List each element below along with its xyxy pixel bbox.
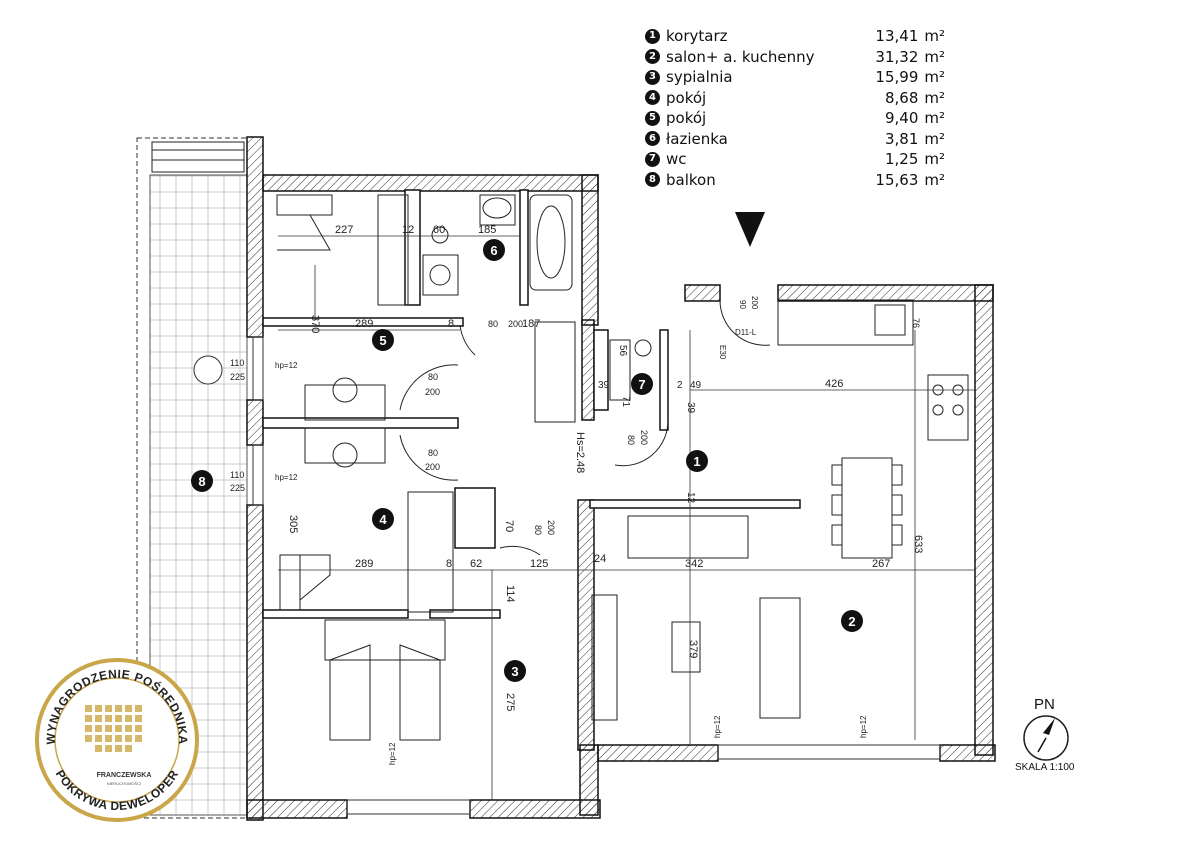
svg-text:Hs=2.48: Hs=2.48 bbox=[574, 432, 586, 473]
scale-label: SKALA 1:100 bbox=[1015, 762, 1075, 773]
room-marker-6: 6 bbox=[483, 239, 505, 261]
svg-text:267: 267 bbox=[872, 558, 890, 570]
svg-text:90: 90 bbox=[738, 300, 747, 309]
dimension-lines bbox=[278, 235, 975, 800]
svg-text:200: 200 bbox=[508, 319, 523, 329]
svg-text:125: 125 bbox=[530, 558, 548, 570]
svg-text:8: 8 bbox=[446, 558, 452, 570]
svg-text:2: 2 bbox=[677, 380, 683, 391]
svg-text:80: 80 bbox=[428, 448, 438, 458]
svg-text:110: 110 bbox=[230, 470, 244, 480]
svg-text:187: 187 bbox=[522, 318, 540, 330]
svg-text:227: 227 bbox=[335, 224, 353, 236]
svg-text:80: 80 bbox=[533, 525, 543, 535]
room-marker-8: 8 bbox=[191, 470, 213, 492]
svg-text:60: 60 bbox=[433, 224, 445, 236]
svg-text:305: 305 bbox=[287, 515, 299, 533]
svg-text:8: 8 bbox=[448, 318, 454, 330]
svg-text:hp=12: hp=12 bbox=[275, 361, 298, 370]
svg-text:hp=12: hp=12 bbox=[275, 473, 298, 482]
entrance-arrow-icon bbox=[735, 212, 765, 247]
svg-text:76: 76 bbox=[911, 318, 921, 328]
svg-text:200: 200 bbox=[425, 462, 440, 472]
svg-text:4: 4 bbox=[379, 512, 387, 527]
room-marker-1: 1 bbox=[686, 450, 708, 472]
svg-text:80: 80 bbox=[626, 435, 636, 445]
svg-text:426: 426 bbox=[825, 378, 843, 390]
svg-text:200: 200 bbox=[750, 296, 759, 310]
svg-text:49: 49 bbox=[690, 380, 702, 391]
badge-building-icon bbox=[85, 705, 142, 752]
windows bbox=[252, 336, 941, 815]
room-marker-2: 2 bbox=[841, 610, 863, 632]
svg-text:12: 12 bbox=[402, 224, 414, 236]
svg-text:71: 71 bbox=[620, 396, 631, 408]
svg-text:80: 80 bbox=[488, 319, 498, 329]
badge-brand-sub: NIERUCHOMOŚCI bbox=[107, 781, 141, 786]
svg-text:200: 200 bbox=[425, 387, 440, 397]
interior-walls bbox=[262, 189, 801, 619]
badge-brand: FRANCZEWSKA bbox=[97, 772, 152, 779]
svg-text:185: 185 bbox=[478, 224, 496, 236]
svg-text:275: 275 bbox=[504, 693, 516, 711]
room-markers: 1 2 3 4 5 6 7 8 bbox=[191, 239, 863, 682]
svg-text:8: 8 bbox=[198, 474, 205, 489]
furniture bbox=[276, 194, 969, 741]
svg-text:80: 80 bbox=[428, 372, 438, 382]
svg-text:7: 7 bbox=[638, 377, 645, 392]
compass-label: PN bbox=[1034, 696, 1055, 713]
svg-text:62: 62 bbox=[470, 558, 482, 570]
svg-text:39: 39 bbox=[598, 380, 610, 391]
svg-text:56: 56 bbox=[617, 345, 628, 357]
svg-text:379: 379 bbox=[687, 640, 699, 658]
svg-text:39: 39 bbox=[685, 402, 696, 414]
svg-text:225: 225 bbox=[230, 372, 245, 382]
svg-text:hp=12: hp=12 bbox=[859, 715, 868, 738]
outer-walls bbox=[246, 136, 996, 821]
svg-text:200: 200 bbox=[639, 430, 649, 445]
svg-text:342: 342 bbox=[685, 558, 703, 570]
dimension-labels: 227 12 60 185 370 289 8 80 200 187 110 2… bbox=[230, 224, 924, 765]
room-marker-3: 3 bbox=[504, 660, 526, 682]
svg-text:6: 6 bbox=[490, 243, 497, 258]
svg-text:110: 110 bbox=[230, 358, 244, 368]
compass-icon bbox=[1023, 715, 1069, 761]
room-marker-5: 5 bbox=[372, 329, 394, 351]
svg-text:hp=12: hp=12 bbox=[388, 742, 397, 765]
svg-text:E30: E30 bbox=[718, 345, 727, 360]
room-marker-4: 4 bbox=[372, 508, 394, 530]
svg-text:3: 3 bbox=[511, 664, 518, 679]
svg-text:633: 633 bbox=[912, 535, 924, 553]
svg-text:370: 370 bbox=[309, 315, 321, 333]
svg-text:12: 12 bbox=[685, 492, 696, 504]
svg-text:200: 200 bbox=[546, 520, 556, 535]
svg-text:289: 289 bbox=[355, 318, 373, 330]
svg-text:289: 289 bbox=[355, 558, 373, 570]
svg-text:hp=12: hp=12 bbox=[713, 715, 722, 738]
doors bbox=[399, 299, 771, 556]
svg-text:114: 114 bbox=[504, 585, 516, 603]
agent-fee-badge: WYNAGRODZENIE POŚREDNIKA POKRYWA DEWELOP… bbox=[35, 658, 199, 822]
svg-text:2: 2 bbox=[848, 614, 855, 629]
svg-text:24: 24 bbox=[594, 553, 606, 565]
svg-text:D11-L: D11-L bbox=[735, 328, 757, 337]
svg-text:225: 225 bbox=[230, 483, 245, 493]
svg-text:1: 1 bbox=[693, 454, 700, 469]
room-marker-7: 7 bbox=[631, 373, 653, 395]
svg-text:70: 70 bbox=[503, 520, 515, 532]
svg-text:5: 5 bbox=[379, 333, 386, 348]
